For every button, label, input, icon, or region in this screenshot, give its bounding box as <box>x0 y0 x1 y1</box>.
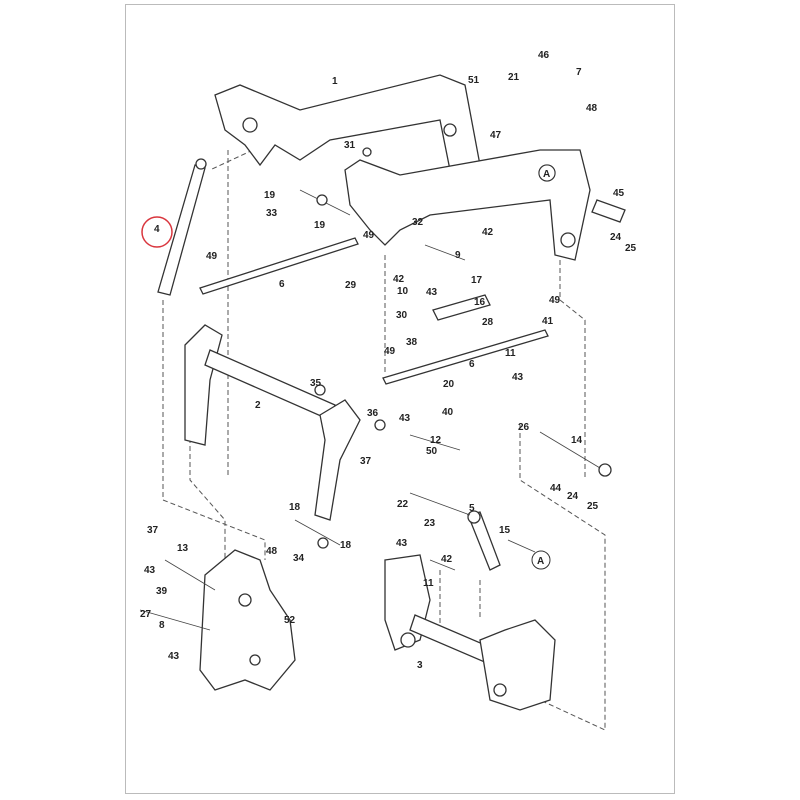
part-label[interactable]: 11 <box>505 348 516 359</box>
part-label[interactable]: 24 <box>610 232 622 243</box>
highlight-circle <box>141 216 173 248</box>
part-label[interactable]: 22 <box>397 499 409 510</box>
part-label[interactable]: 9 <box>455 250 461 261</box>
part-label[interactable]: 37 <box>360 456 372 467</box>
part-label[interactable]: 2 <box>255 400 261 411</box>
part-label[interactable]: 51 <box>468 75 480 86</box>
part-6-rod-right <box>382 329 549 385</box>
part-label[interactable]: 47 <box>490 130 502 141</box>
part-label[interactable]: 10 <box>397 286 409 297</box>
part-label[interactable]: 19 <box>314 220 326 231</box>
part-label[interactable]: 8 <box>159 620 165 631</box>
part-5-pivot <box>467 510 481 524</box>
part-label[interactable]: 45 <box>613 188 625 199</box>
part-label[interactable]: 26 <box>518 422 530 433</box>
part-16-pin <box>432 294 491 321</box>
part-label[interactable]: 18 <box>340 540 352 551</box>
part-label[interactable]: A <box>537 556 544 567</box>
part-label[interactable]: 14 <box>571 435 583 446</box>
part-label[interactable]: 39 <box>156 586 168 597</box>
part-label[interactable]: 46 <box>538 50 550 61</box>
part-label[interactable]: 33 <box>266 208 278 219</box>
part-45-bushing <box>591 199 626 223</box>
part-label[interactable]: 37 <box>147 525 159 536</box>
part-1-lift-arm-frame <box>214 74 591 261</box>
part-label[interactable]: 49 <box>384 346 396 357</box>
part-labels: 1 46 7 51 21 48 47 31 A 45 19 33 19 4 32… <box>140 50 637 671</box>
part-label[interactable]: 52 <box>284 615 296 626</box>
part-label[interactable]: 12 <box>430 435 442 446</box>
part-label[interactable]: 5 <box>469 503 475 514</box>
small-pins <box>139 147 612 631</box>
part-label[interactable]: 42 <box>482 227 494 238</box>
part-label[interactable]: 19 <box>264 190 276 201</box>
part-label[interactable]: 17 <box>471 275 483 286</box>
part-4-cylinder <box>157 158 207 296</box>
part-3-attachment-plate <box>384 554 556 711</box>
part-label[interactable]: 42 <box>393 274 405 285</box>
part-label[interactable]: 20 <box>443 379 455 390</box>
part-label[interactable]: 41 <box>542 316 554 327</box>
part-label[interactable]: 44 <box>550 483 562 494</box>
part-label[interactable]: 32 <box>412 217 424 228</box>
part-label[interactable]: 48 <box>586 103 598 114</box>
part-label[interactable]: 27 <box>140 609 152 620</box>
part-label[interactable]: 38 <box>406 337 418 348</box>
part-label[interactable]: 35 <box>310 378 322 389</box>
part-label[interactable]: 43 <box>512 372 524 383</box>
part-label[interactable]: 49 <box>549 295 561 306</box>
part-label[interactable]: 3 <box>417 660 423 671</box>
part-label[interactable]: 7 <box>576 67 582 78</box>
part-label[interactable]: 29 <box>345 280 357 291</box>
part-label[interactable]: 30 <box>396 310 408 321</box>
part-label[interactable]: 50 <box>426 446 438 457</box>
part-label[interactable]: 43 <box>399 413 411 424</box>
part-label-highlighted[interactable]: 4 <box>154 224 160 235</box>
part-label[interactable]: 43 <box>426 287 438 298</box>
callout-circle-a-top <box>538 164 556 182</box>
part-label[interactable]: 40 <box>442 407 454 418</box>
part-label[interactable]: 31 <box>344 140 356 151</box>
part-label[interactable]: 25 <box>625 243 637 254</box>
part-label[interactable]: 43 <box>144 565 156 576</box>
part-label[interactable]: 36 <box>367 408 379 419</box>
part-label[interactable]: 49 <box>363 230 375 241</box>
part-label[interactable]: 25 <box>587 501 599 512</box>
part-label[interactable]: 15 <box>499 525 511 536</box>
part-label[interactable]: 43 <box>168 651 180 662</box>
part-label[interactable]: 28 <box>482 317 494 328</box>
part-label[interactable]: 21 <box>508 72 520 83</box>
part-52-mount-base <box>199 549 296 691</box>
diagram-frame <box>125 4 675 794</box>
part-label[interactable]: 24 <box>567 491 579 502</box>
part-label[interactable]: 11 <box>423 578 434 589</box>
part-label[interactable]: 13 <box>177 543 189 554</box>
part-label[interactable]: 23 <box>424 518 436 529</box>
part-label[interactable]: 16 <box>474 297 486 308</box>
part-6-rod-left <box>199 237 359 295</box>
part-label[interactable]: A <box>543 169 550 180</box>
part-label[interactable]: 6 <box>469 359 475 370</box>
part-label[interactable]: 18 <box>289 502 301 513</box>
callout-circle-a-bottom <box>531 550 551 570</box>
part-label[interactable]: 43 <box>396 538 408 549</box>
part-label[interactable]: 48 <box>266 546 278 557</box>
part-label[interactable]: 34 <box>293 553 305 564</box>
part-label[interactable]: 1 <box>332 76 338 87</box>
part-label[interactable]: 42 <box>441 554 453 565</box>
part-label[interactable]: 6 <box>279 279 285 290</box>
part-label[interactable]: 49 <box>206 251 218 262</box>
part-2-lower-frame <box>184 324 361 521</box>
